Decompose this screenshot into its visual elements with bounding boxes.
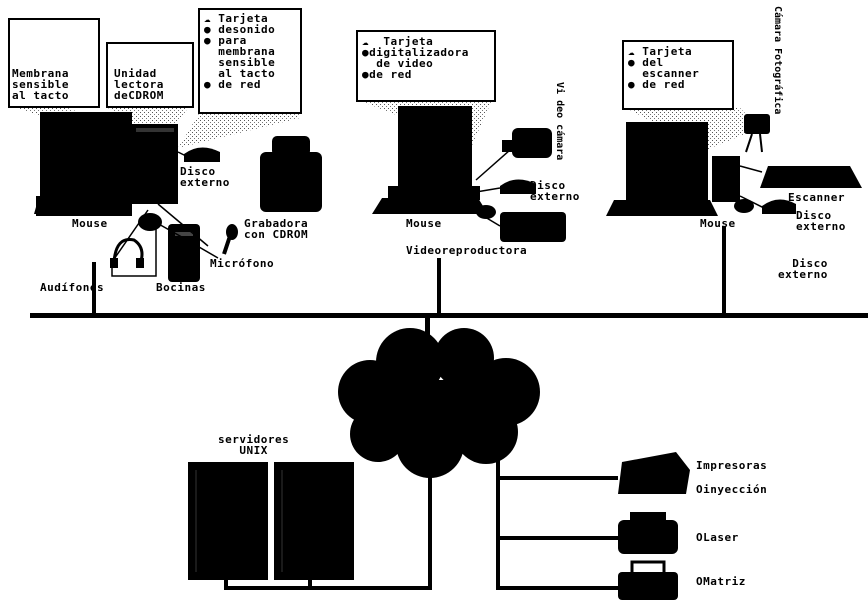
printer-inkjet-label: Oinyección	[696, 484, 767, 495]
left-keyboard	[34, 200, 132, 214]
printers-title: Impresoras	[696, 460, 767, 471]
left-mouse-label: Mouse	[72, 218, 108, 229]
speakers-label: Bocinas	[156, 282, 206, 293]
printer-laser	[618, 520, 678, 554]
middle-camera-label: Vi deo cámara	[554, 82, 564, 160]
printer-laser-label: OLaser	[696, 532, 739, 543]
printer-inkjet	[618, 452, 690, 494]
cdrom-callout: Unidad lectora deCDROM	[106, 42, 194, 108]
printer-matrix	[618, 572, 678, 600]
middle-monitor	[398, 106, 472, 198]
left-mouse	[138, 213, 162, 231]
middle-card-item-3: ●de red	[362, 69, 490, 80]
headphones-label: Audífonos	[40, 282, 104, 293]
photo-camera	[744, 114, 770, 134]
cd-recorder-label: Grabadora con CDROM	[244, 218, 308, 240]
servers-label: servidores UNIX	[218, 434, 289, 456]
middle-monitor-base	[388, 186, 480, 200]
right-mouse-label: Mouse	[700, 218, 736, 229]
scanner	[760, 166, 862, 188]
middle-disk-label: Disco externo	[530, 180, 580, 202]
left-cpu	[132, 124, 178, 204]
cdrom-line-3: deCDROM	[114, 90, 164, 101]
scanner-label: Escanner	[788, 192, 845, 203]
drop-line-middle	[437, 258, 441, 314]
right-cpu	[712, 156, 740, 202]
middle-mouse-label: Mouse	[406, 218, 442, 229]
printer-link	[498, 440, 618, 588]
right-camera-label: Cámara Fotográfica	[772, 6, 782, 114]
server-1	[188, 462, 268, 580]
server-2	[274, 462, 354, 580]
microphone-icon	[226, 224, 238, 240]
membrane-callout: Membrana sensible al tacto	[8, 18, 100, 108]
left-card-callout: ☁ Tarjeta ● desonido ● para membrana sen…	[198, 8, 302, 114]
left-card-item-6: ● de red	[204, 79, 296, 90]
cd-recorder	[260, 152, 322, 212]
right-card-item-3: ● de red	[628, 79, 728, 90]
membrane-line-3: al tacto	[12, 90, 69, 101]
right-disk-label: Disco externo	[796, 210, 846, 232]
left-monitor	[40, 112, 132, 200]
network-cloud	[338, 328, 540, 478]
video-player-label: Videoreproductora	[406, 245, 527, 256]
right-keyboard	[606, 200, 718, 216]
middle-keyboard	[372, 198, 488, 214]
left-disk-icon	[184, 147, 220, 162]
right-disk-label-2: Disco externo	[778, 258, 828, 280]
printer-matrix-label: OMatriz	[696, 576, 746, 587]
video-recorder	[500, 212, 566, 242]
left-disk-label: Disco externo	[180, 166, 230, 188]
right-card-callout: ☁ Tarjeta ● del escanner ● de red	[622, 40, 734, 110]
middle-card-callout: ☁ Tarjeta ●digitalizadora de video ●de r…	[356, 30, 496, 102]
network-backbone	[30, 313, 868, 318]
microphone-label: Micrófono	[210, 258, 274, 269]
video-camera	[512, 128, 552, 158]
right-monitor	[626, 122, 708, 202]
drop-line-right	[722, 226, 726, 314]
